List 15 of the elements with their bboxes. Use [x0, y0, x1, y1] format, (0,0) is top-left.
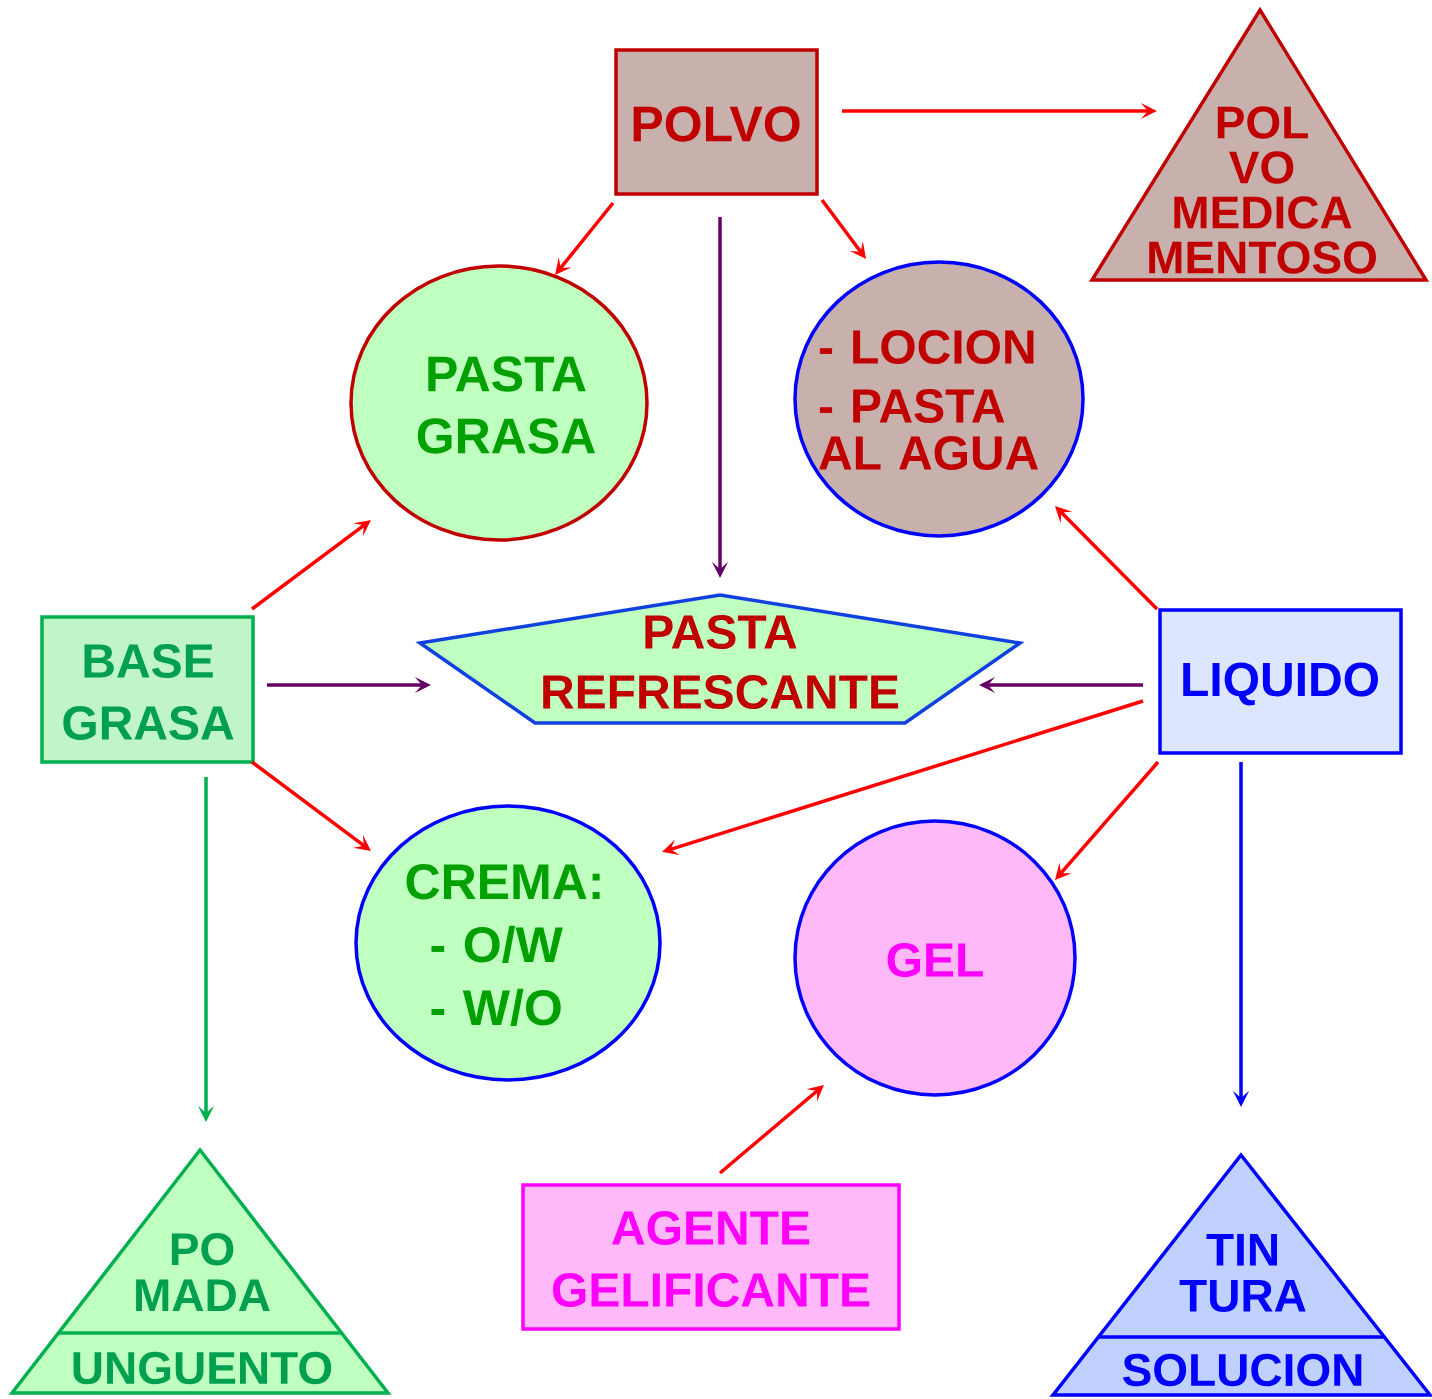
- arrow: [820, 198, 866, 259]
- arrow: [1055, 760, 1160, 880]
- circle-node: PASTA GRASA: [349, 264, 649, 542]
- circle-node: CREMA: - O/W - W/O: [354, 804, 662, 1082]
- arrow: [555, 201, 615, 275]
- box-node: LIQUIDO: [1158, 608, 1403, 755]
- arrow: [1055, 506, 1159, 611]
- box-node: BASE GRASA: [40, 615, 255, 764]
- box-node: AGENTE GELIFICANTE: [521, 1183, 901, 1331]
- arrow: [250, 760, 371, 851]
- circle-node: GEL: [793, 819, 1077, 1097]
- box-node: POLVO: [614, 48, 819, 196]
- arrow: [250, 520, 371, 611]
- arrow: [718, 1085, 824, 1175]
- circle-node: - LOCION - PASTA AL AGUA: [793, 260, 1085, 538]
